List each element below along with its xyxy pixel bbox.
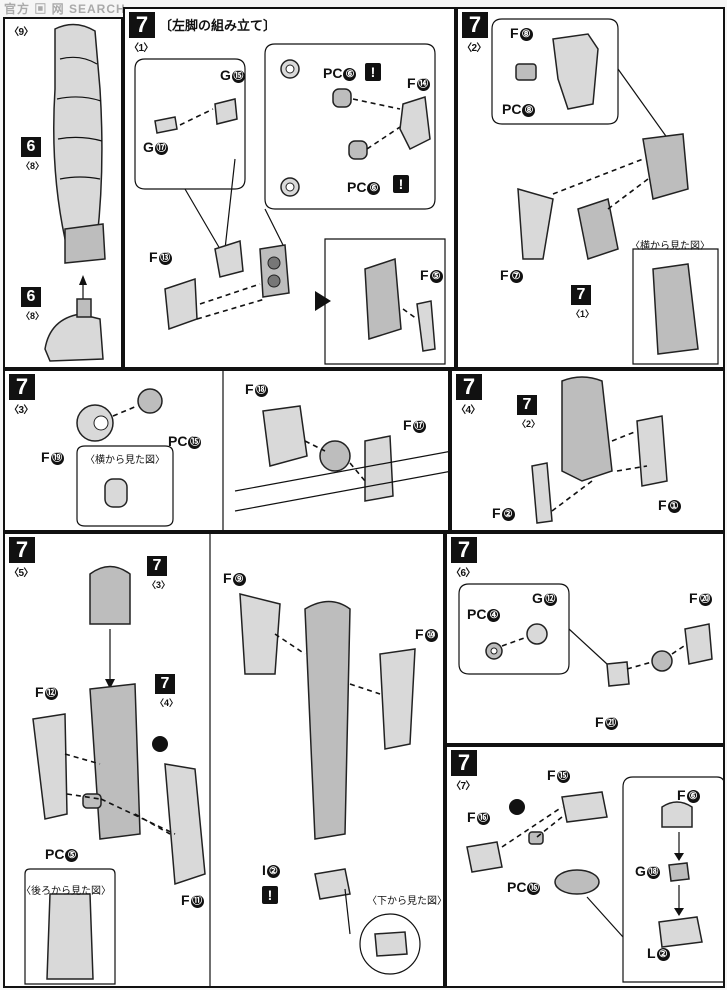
assembly-diagram-7-1 [134, 43, 446, 365]
step-number: 7 [9, 374, 35, 400]
warning-badge-bottom: ! [393, 175, 409, 193]
assembly-diagram-7-7 [466, 776, 723, 983]
step-number: 7 [9, 537, 35, 563]
step-number: 7 [462, 12, 488, 38]
part-ref-7-sub: 〈2〉 [517, 419, 541, 429]
part-ref-7-sub: 〈1〉 [571, 309, 595, 319]
step-sub-label: 〈2〉 [462, 43, 487, 54]
part-ref-7-4-sub: 〈4〉 [155, 698, 179, 708]
part-ref-7: 7 [517, 395, 537, 415]
step-sub-label: 〈4〉 [456, 405, 481, 416]
part-ref-6-bottom: 6 [21, 287, 41, 307]
assembly-diagram-7-6 [458, 583, 713, 687]
assembly-diagram-7-5 [24, 534, 421, 986]
side-view-note: 〈横から見た図〉 [630, 241, 710, 252]
step-sub-label: 〈5〉 [9, 568, 34, 579]
side-view-note: 〈横から見た図〉 [85, 455, 165, 466]
step-number: 7 [456, 374, 482, 400]
bottom-view-note: 〈下から見た図〉 [367, 896, 445, 907]
step-number: 7 [129, 12, 155, 38]
panel-step-9: 〈9〉 6 〈8〉 6 〈8〉 [3, 17, 123, 369]
part-ref-6-top: 6 [21, 137, 41, 157]
step-sub-label: 〈9〉 [9, 27, 34, 38]
watermark-logo: 官方 ▣ 网 SEARCH [4, 2, 126, 16]
part-ref-7-4: 7 [155, 674, 175, 694]
assembly-diagram-7-3 [76, 371, 448, 530]
part-ref-7-3-sub: 〈3〉 [147, 580, 171, 590]
step-sub-label: 〈1〉 [129, 43, 154, 54]
assembly-diagram-7-4 [531, 376, 668, 524]
part-ref-7-3: 7 [147, 556, 167, 576]
back-view-note: 〈後ろから見た図〉 [21, 886, 111, 897]
leg-diagram [44, 23, 106, 362]
step-sub-label: 〈7〉 [451, 781, 476, 792]
part-ref-7: 7 [571, 285, 591, 305]
part-ref-6-top-sub: 〈8〉 [21, 161, 45, 171]
step-number: 7 [451, 750, 477, 776]
part-ref-6-bottom-sub: 〈8〉 [21, 311, 45, 321]
section-title: 〔左脚の組み立て〕 [159, 18, 277, 33]
warning-badge: ! [262, 886, 278, 904]
assembly-diagram-7-2 [491, 18, 719, 365]
warning-badge-top: ! [365, 63, 381, 81]
step-number: 7 [451, 537, 477, 563]
panel-step-7-1: 7 〈1〉 〔左脚の組み立て〕 [123, 7, 456, 369]
step-sub-label: 〈3〉 [9, 405, 34, 416]
step-sub-label: 〈6〉 [451, 568, 476, 579]
